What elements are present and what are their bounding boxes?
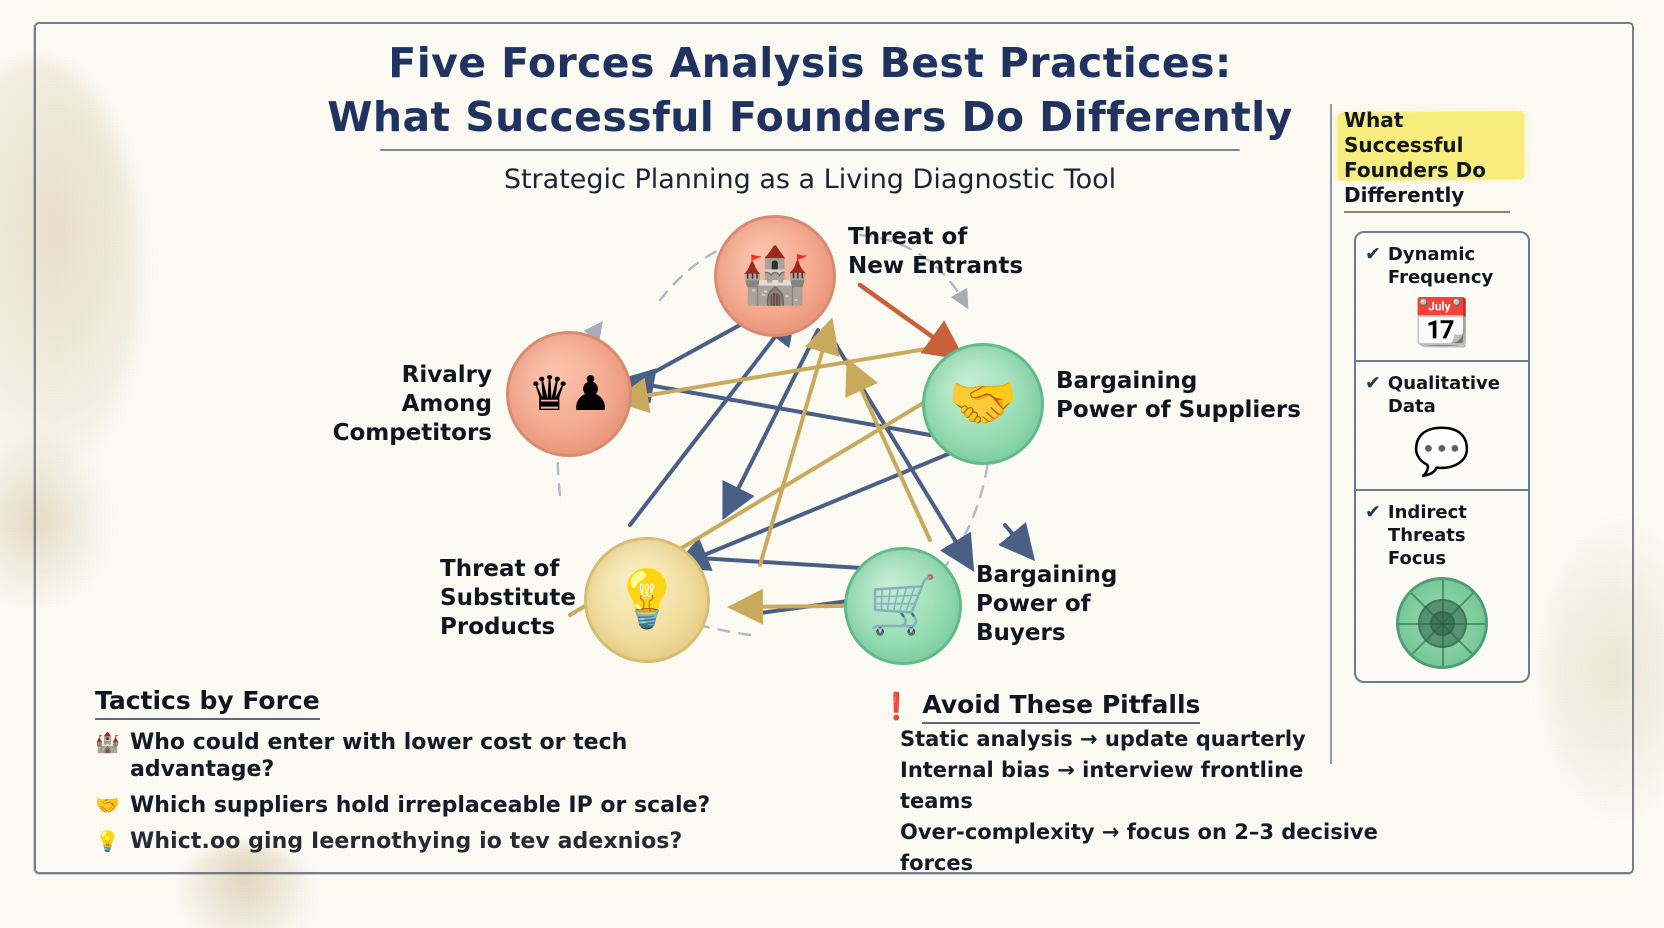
- tactics-item-text: Which suppliers hold irreplaceable IP or…: [130, 793, 711, 818]
- tactics-heading: Tactics by Force: [95, 686, 320, 720]
- check-icon: ✔: [1365, 372, 1381, 394]
- force-node-buyers[interactable]: 🛒: [844, 547, 962, 665]
- card-label: Qualitative Data: [1387, 373, 1500, 417]
- pitfalls-heading-row: ❗ Avoid These Pitfalls: [880, 690, 1380, 724]
- card-label: Indirect Threats Focus: [1387, 502, 1467, 569]
- title-underline: [380, 149, 1240, 151]
- sidebar-divider: [1330, 104, 1332, 764]
- chess-icon: ♛♟: [527, 366, 612, 422]
- force-label-new-entrants: Threat of New Entrants: [848, 224, 1024, 279]
- calendar-refresh-icon: 📆: [1413, 295, 1471, 349]
- sidebar-card-dynamic-frequency[interactable]: ✔ Dynamic Frequency 📆: [1356, 233, 1528, 360]
- tactics-item-text: Who could enter with lower cost or tech …: [130, 730, 628, 782]
- radar-ring-inner: [1429, 610, 1455, 636]
- sidebar-card-list: ✔ Dynamic Frequency 📆 ✔ Qualitative Data…: [1354, 231, 1530, 683]
- castle-icon: 🏰: [95, 730, 120, 754]
- header: Five Forces Analysis Best Practices: Wha…: [300, 36, 1320, 195]
- lightbulb-icon: 💡: [612, 567, 682, 632]
- force-node-substitutes[interactable]: 💡: [584, 537, 710, 663]
- force-node-new-entrants[interactable]: 🏰: [714, 215, 836, 337]
- check-icon: ✔: [1365, 501, 1381, 523]
- pitfalls-item: Internal bias → interview frontline team…: [900, 758, 1304, 813]
- lightbulb-icon: 💡: [95, 829, 120, 853]
- card-heading-row: ✔ Qualitative Data: [1365, 372, 1519, 418]
- check-icon: ✔: [1365, 243, 1381, 265]
- page-subtitle: Strategic Planning as a Living Diagnosti…: [503, 164, 1117, 195]
- sidebar-card-qualitative-data[interactable]: ✔ Qualitative Data 💬: [1356, 360, 1528, 489]
- sidebar-heading-wrap: What Successful Founders Do Differently: [1336, 106, 1532, 217]
- tactics-item: 🏰 Who could enter with lower cost or tec…: [95, 729, 735, 783]
- sidebar-heading: What Successful Founders Do Differently: [1344, 108, 1487, 207]
- pitfalls-item: Static analysis → update quarterly: [900, 727, 1306, 751]
- node-disc: [714, 215, 836, 337]
- force-node-suppliers[interactable]: 🤝: [922, 343, 1044, 465]
- force-node-rivalry[interactable]: ♛♟: [506, 331, 632, 457]
- handshake-icon: 🤝: [948, 371, 1018, 436]
- castle-icon: 🏰: [740, 243, 810, 308]
- node-disc: [844, 547, 962, 665]
- tactics-by-force-section: Tactics by Force 🏰 Who could enter with …: [95, 686, 735, 855]
- shopping-cart-icon: 🛒: [868, 573, 938, 638]
- radar-icon-wrap: [1365, 577, 1519, 669]
- node-disc: [922, 343, 1044, 465]
- sidebar: What Successful Founders Do Differently …: [1336, 106, 1532, 683]
- node-disc: [506, 331, 632, 457]
- speech-bubbles-icon: 💬: [1413, 424, 1471, 478]
- radar-icon: [1396, 577, 1488, 669]
- force-label-suppliers: Bargaining Power of Suppliers: [1056, 368, 1301, 423]
- tactics-item-text: Whict.ᴏᴏ ging Ieernothying io tev adexni…: [130, 829, 683, 854]
- card-heading-row: ✔ Dynamic Frequency: [1365, 243, 1519, 289]
- pitfalls-item: Over-complexity → focus on 2–3 decisive …: [900, 820, 1378, 875]
- tactics-item: 💡 Whict.ᴏᴏ ging Ieernothying io tev adex…: [95, 828, 735, 855]
- sidebar-card-indirect-threats[interactable]: ✔ Indirect Threats Focus: [1356, 489, 1528, 681]
- card-label: Dynamic Frequency: [1387, 244, 1494, 288]
- pitfalls-heading: Avoid These Pitfalls: [922, 690, 1201, 724]
- force-label-substitutes: Threat of Substitute Products: [440, 556, 576, 640]
- card-heading-row: ✔ Indirect Threats Focus: [1365, 501, 1519, 570]
- tactics-item: 🤝 Which suppliers hold irreplaceable IP …: [95, 792, 735, 819]
- force-label-buyers: Bargaining Power of Buyers: [976, 562, 1118, 646]
- sidebar-heading-underline: [1344, 211, 1510, 213]
- handshake-icon: 🤝: [95, 793, 120, 817]
- ink-border-frame: [33, 22, 1634, 875]
- page-title-line-1: Five Forces Analysis Best Practices:: [388, 39, 1232, 87]
- force-label-rivalry: Rivalry Among Competitors: [332, 362, 492, 446]
- five-forces-diagram: 🏰 Threat of New Entrants 🤝 Bargaining Po…: [330, 195, 1330, 685]
- page-title-line-2: What Successful Founders Do Differently: [327, 93, 1293, 141]
- exclamation-icon: ❗: [880, 692, 913, 722]
- node-disc: [584, 537, 710, 663]
- pitfalls-section: ❗ Avoid These Pitfalls Static analysis →…: [880, 690, 1380, 879]
